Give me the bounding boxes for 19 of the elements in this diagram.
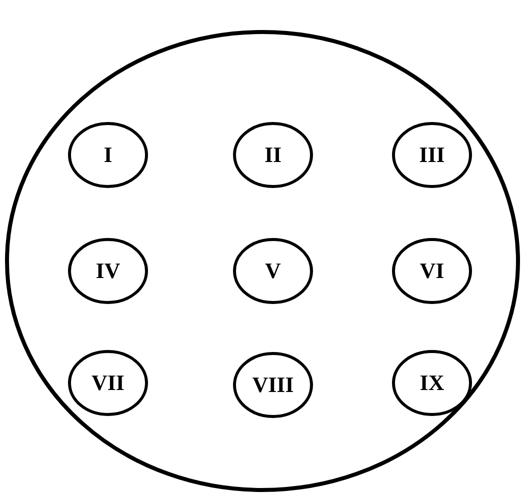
numeral-ellipse [68,122,148,188]
roman-numeral: VI [418,258,446,284]
numeral-ellipse [233,238,313,304]
roman-numeral: VIII [251,372,295,398]
numeral-ellipse [68,350,148,416]
roman-numeral: III [418,142,446,168]
roman-numeral: IX [418,370,446,396]
roman-numeral: VII [90,370,126,396]
numeral-ellipse [392,238,472,304]
outer-circle [5,30,520,492]
roman-numeral: II [263,142,283,168]
numeral-ellipse [233,122,313,188]
numeral-ellipse [392,350,472,416]
roman-numeral: V [264,258,282,284]
numeral-ellipse [392,122,472,188]
numeral-ellipse [233,352,313,418]
roman-numeral: I [102,142,114,168]
numeral-ellipse [68,238,148,304]
roman-numeral: IV [94,258,122,284]
